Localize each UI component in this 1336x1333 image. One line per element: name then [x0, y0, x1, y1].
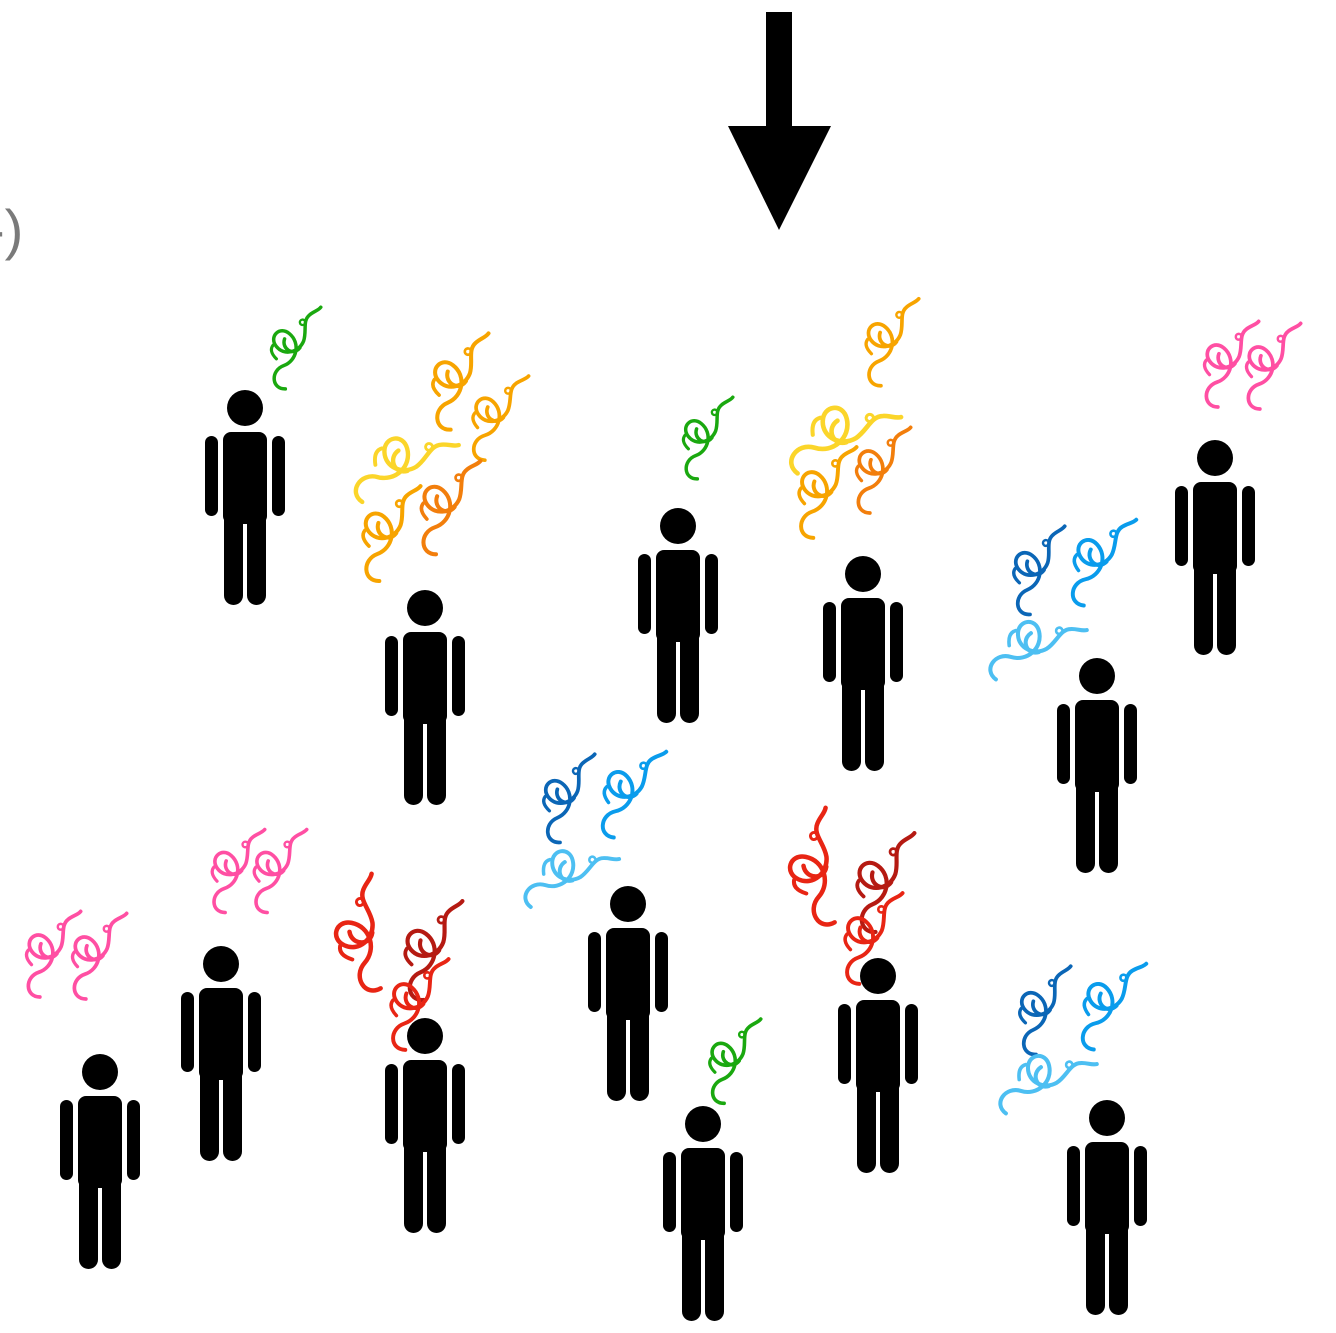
- person-8-icon: [60, 1054, 140, 1269]
- person-6-icon: [1057, 658, 1137, 873]
- microbe-light-blue-icon: [519, 825, 622, 936]
- person-7-microbes: [205, 827, 317, 916]
- person-1-icon: [205, 390, 285, 605]
- microbe-blue-icon: [600, 749, 669, 840]
- person-12-microbes: [767, 808, 930, 987]
- microbe-dark-orange-icon: [849, 425, 921, 516]
- person-9-icon: [385, 1018, 465, 1233]
- person-8-microbes: [19, 909, 137, 1002]
- microbe-dark-blue-icon: [1003, 524, 1081, 619]
- microbe-green-icon: [701, 1017, 774, 1107]
- microbe-orange-icon: [791, 445, 868, 541]
- edge-label: -): [0, 198, 24, 261]
- person-11-microbes: [701, 1017, 774, 1107]
- microbe-pink-icon: [1239, 321, 1311, 412]
- person-13-icon: [1067, 1100, 1147, 1315]
- microbe-orange-icon: [424, 333, 504, 431]
- microbe-blue-icon: [1080, 961, 1149, 1052]
- people-layer: [60, 390, 1255, 1321]
- person-2-microbes: [351, 333, 537, 582]
- microbe-dark-blue-icon: [1009, 964, 1087, 1059]
- microbe-pink-icon: [247, 827, 317, 916]
- microbe-light-blue-icon: [986, 597, 1087, 706]
- microbe-orange-icon: [857, 296, 932, 390]
- microbe-dark-blue-icon: [533, 752, 611, 847]
- person-3-microbes: [675, 395, 746, 483]
- microbe-orange-icon: [356, 486, 433, 582]
- person-7-icon: [181, 946, 261, 1161]
- person-11-icon: [663, 1106, 743, 1321]
- person-9-microbes: [313, 874, 478, 1053]
- person-3-icon: [638, 508, 718, 723]
- microbe-pink-icon: [1197, 319, 1269, 410]
- person-12-icon: [838, 958, 918, 1173]
- person-2-icon: [385, 590, 465, 805]
- microbe-green-icon: [675, 395, 746, 483]
- microbe-orange-icon: [467, 374, 537, 463]
- down-arrow-icon: [728, 12, 831, 230]
- person-4-microbes: [786, 296, 932, 541]
- microbe-pink-icon: [65, 911, 137, 1002]
- person-5-microbes: [1197, 319, 1311, 412]
- person-10-icon: [588, 886, 668, 1101]
- microbe-green-icon: [263, 305, 334, 393]
- person-4-icon: [823, 556, 903, 771]
- person-5-icon: [1175, 440, 1255, 655]
- person-1-microbes: [263, 305, 334, 393]
- microbe-dark-orange-icon: [416, 461, 490, 556]
- microbe-light-blue-icon: [996, 1031, 1097, 1140]
- microbe-blue-icon: [1070, 517, 1139, 608]
